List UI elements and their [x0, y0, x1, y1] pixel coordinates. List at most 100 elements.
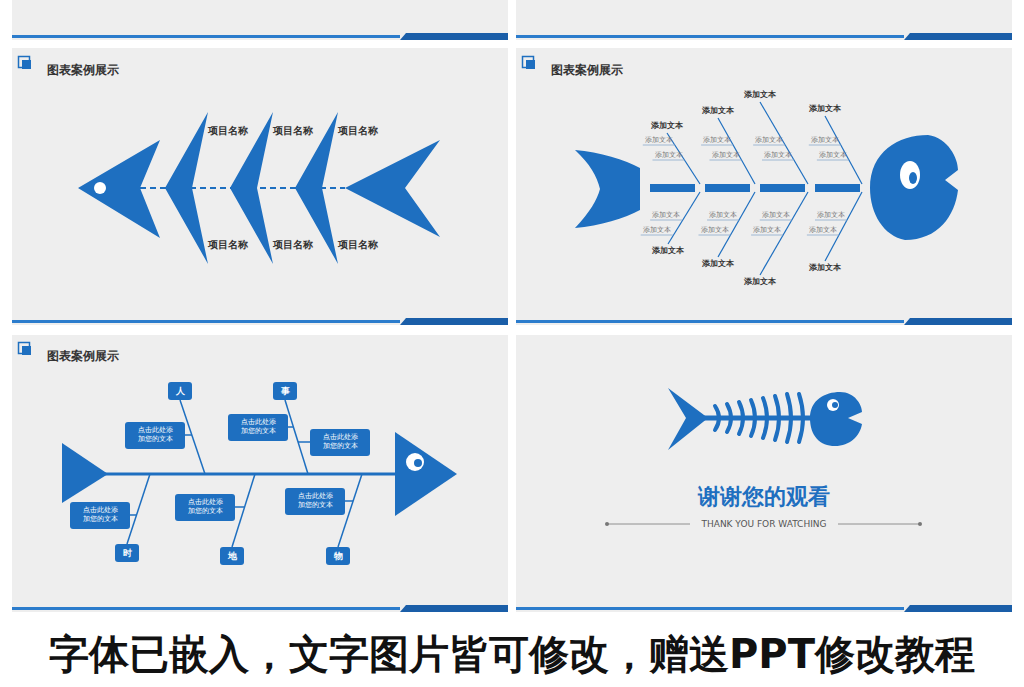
sub-bone	[751, 235, 783, 236]
bottom-bar	[12, 35, 400, 38]
slide-panel	[12, 48, 508, 325]
bone-label: 添加文本	[702, 106, 734, 116]
body-text: 点击此处添加您的文本	[322, 433, 358, 452]
thanks-title: 谢谢您的观看	[698, 484, 830, 510]
slide-heading: 图表案例展示	[47, 63, 119, 77]
bone-label: 添加文本	[744, 277, 776, 287]
sub-bone	[807, 235, 839, 236]
item-label: 项目名称	[208, 125, 248, 137]
fish-eye	[900, 161, 920, 189]
leader-line	[345, 500, 353, 502]
fish-rib	[727, 404, 731, 432]
item-label: 项目名称	[273, 125, 313, 137]
divider-line	[838, 524, 920, 525]
fish-rib	[787, 394, 791, 442]
category-box: 事	[273, 382, 297, 400]
leader-line	[130, 514, 137, 516]
sub-bone	[650, 220, 682, 221]
bone-line	[285, 400, 308, 474]
bottom-bar	[516, 35, 904, 38]
text-box: 点击此处添加您的文本	[310, 429, 370, 456]
category-label: 物	[326, 547, 350, 565]
sub-bone-label: 添加文本	[652, 211, 680, 219]
bottom-bar	[904, 605, 1012, 612]
sub-bone	[701, 145, 733, 146]
fish-rib	[799, 394, 803, 442]
text-box: 点击此处添加您的文本	[285, 488, 345, 515]
slide-panel	[12, 0, 508, 40]
spine-segment	[650, 184, 695, 192]
body-text: 点击此处添加您的文本	[187, 498, 223, 517]
body-text: 点击此处添加您的文本	[82, 506, 118, 525]
bone-label: 添加文本	[651, 121, 683, 131]
sub-bone-label: 添加文本	[764, 151, 792, 159]
bone-line	[718, 192, 755, 257]
fish-eye	[406, 453, 424, 471]
sub-bone-label: 添加文本	[701, 226, 729, 234]
text-box: 点击此处添加您的文本	[70, 502, 130, 529]
text-box: 点击此处添加您的文本	[125, 422, 185, 449]
header-icons	[19, 57, 536, 356]
item-label: 项目名称	[338, 125, 378, 137]
bone-label: 添加文本	[744, 90, 776, 100]
sub-bone-label: 添加文本	[645, 136, 673, 144]
category-label: 人	[168, 382, 192, 400]
bottom-bar	[12, 607, 400, 610]
fish-rib	[715, 406, 719, 430]
sub-bone-label: 添加文本	[703, 136, 731, 144]
sub-bone	[699, 235, 731, 236]
fish-eye	[827, 399, 839, 411]
fish-tail	[575, 150, 640, 228]
slide-panel	[516, 48, 1012, 325]
bottom-bar	[12, 320, 400, 323]
spine-segment	[705, 184, 750, 192]
sub-bone	[707, 220, 739, 221]
fish-pupil	[414, 459, 422, 467]
leader-line	[288, 426, 293, 428]
spine-segment	[760, 184, 805, 192]
sub-bone	[809, 145, 841, 146]
sub-bones	[641, 145, 849, 235]
fish-ribs	[715, 394, 803, 442]
fish-head	[870, 135, 958, 240]
fish-head	[78, 140, 160, 238]
bone-line	[232, 474, 255, 547]
sub-bone-label: 添加文本	[811, 136, 839, 144]
text-box: 点击此处添加您的文本	[175, 494, 235, 521]
fish-tail	[62, 443, 108, 503]
category-box: 物	[326, 547, 350, 565]
slide-panel	[516, 335, 1012, 612]
fish-eye	[94, 182, 106, 194]
slide-panel	[516, 0, 1012, 40]
divider-dot	[918, 522, 922, 526]
category-label: 事	[273, 382, 297, 400]
slide-bars	[12, 33, 1012, 612]
spine-segment	[815, 184, 860, 192]
leader-line	[235, 506, 244, 508]
sub-bone	[762, 160, 794, 161]
fish-pupil	[832, 402, 838, 408]
category-label: 时	[115, 544, 139, 562]
sub-bone-label: 添加文本	[712, 151, 740, 159]
sub-bone	[760, 220, 792, 221]
chevron-bone	[165, 112, 208, 264]
sub-bone	[653, 160, 685, 161]
sub-bone	[753, 145, 785, 146]
bone-label: 添加文本	[652, 246, 684, 256]
bone-line	[825, 116, 862, 184]
sub-bone-label: 添加文本	[817, 211, 845, 219]
fish-fishbone	[575, 102, 958, 275]
sub-bone	[643, 145, 675, 146]
sub-bone-label: 添加文本	[753, 226, 781, 234]
header-icon	[22, 346, 31, 355]
text-box: 点击此处添加您的文本	[228, 414, 288, 441]
body-text: 点击此处添加您的文本	[137, 426, 173, 445]
header-icon	[526, 60, 535, 69]
slide-panel	[12, 335, 508, 612]
fish-pupil	[909, 172, 917, 184]
slide-heading: 图表案例展示	[551, 63, 623, 77]
category-box: 时	[115, 544, 139, 562]
